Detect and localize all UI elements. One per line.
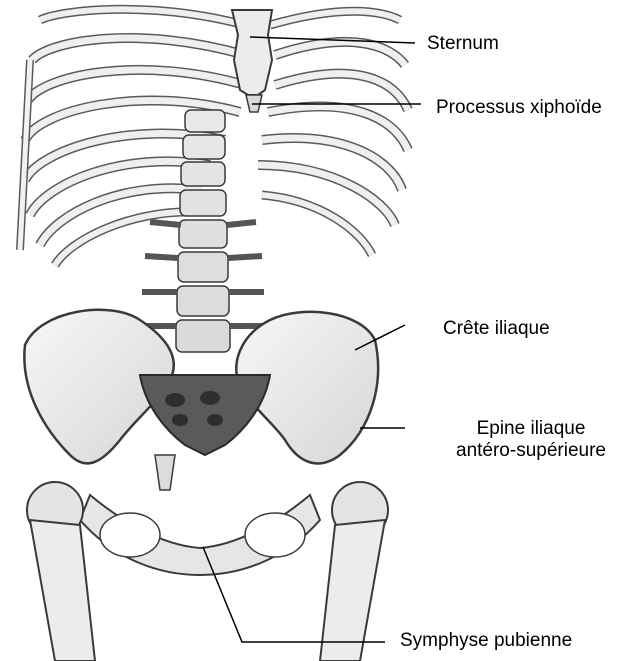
label-sternum: Sternum (427, 33, 499, 55)
sternum-bone (232, 10, 272, 112)
label-epine-line2: antéro-supérieure (431, 440, 631, 462)
vertebral-column (140, 110, 266, 352)
label-processus-xiphoide: Processus xiphoïde (436, 97, 602, 119)
label-symphyse-pubienne: Symphyse pubienne (400, 630, 572, 652)
label-epine-line1: Epine iliaque (431, 418, 631, 440)
label-crete-iliaque: Crête iliaque (443, 318, 550, 340)
label-epine-iliaque: Epine iliaque antéro-supérieure (431, 418, 631, 462)
